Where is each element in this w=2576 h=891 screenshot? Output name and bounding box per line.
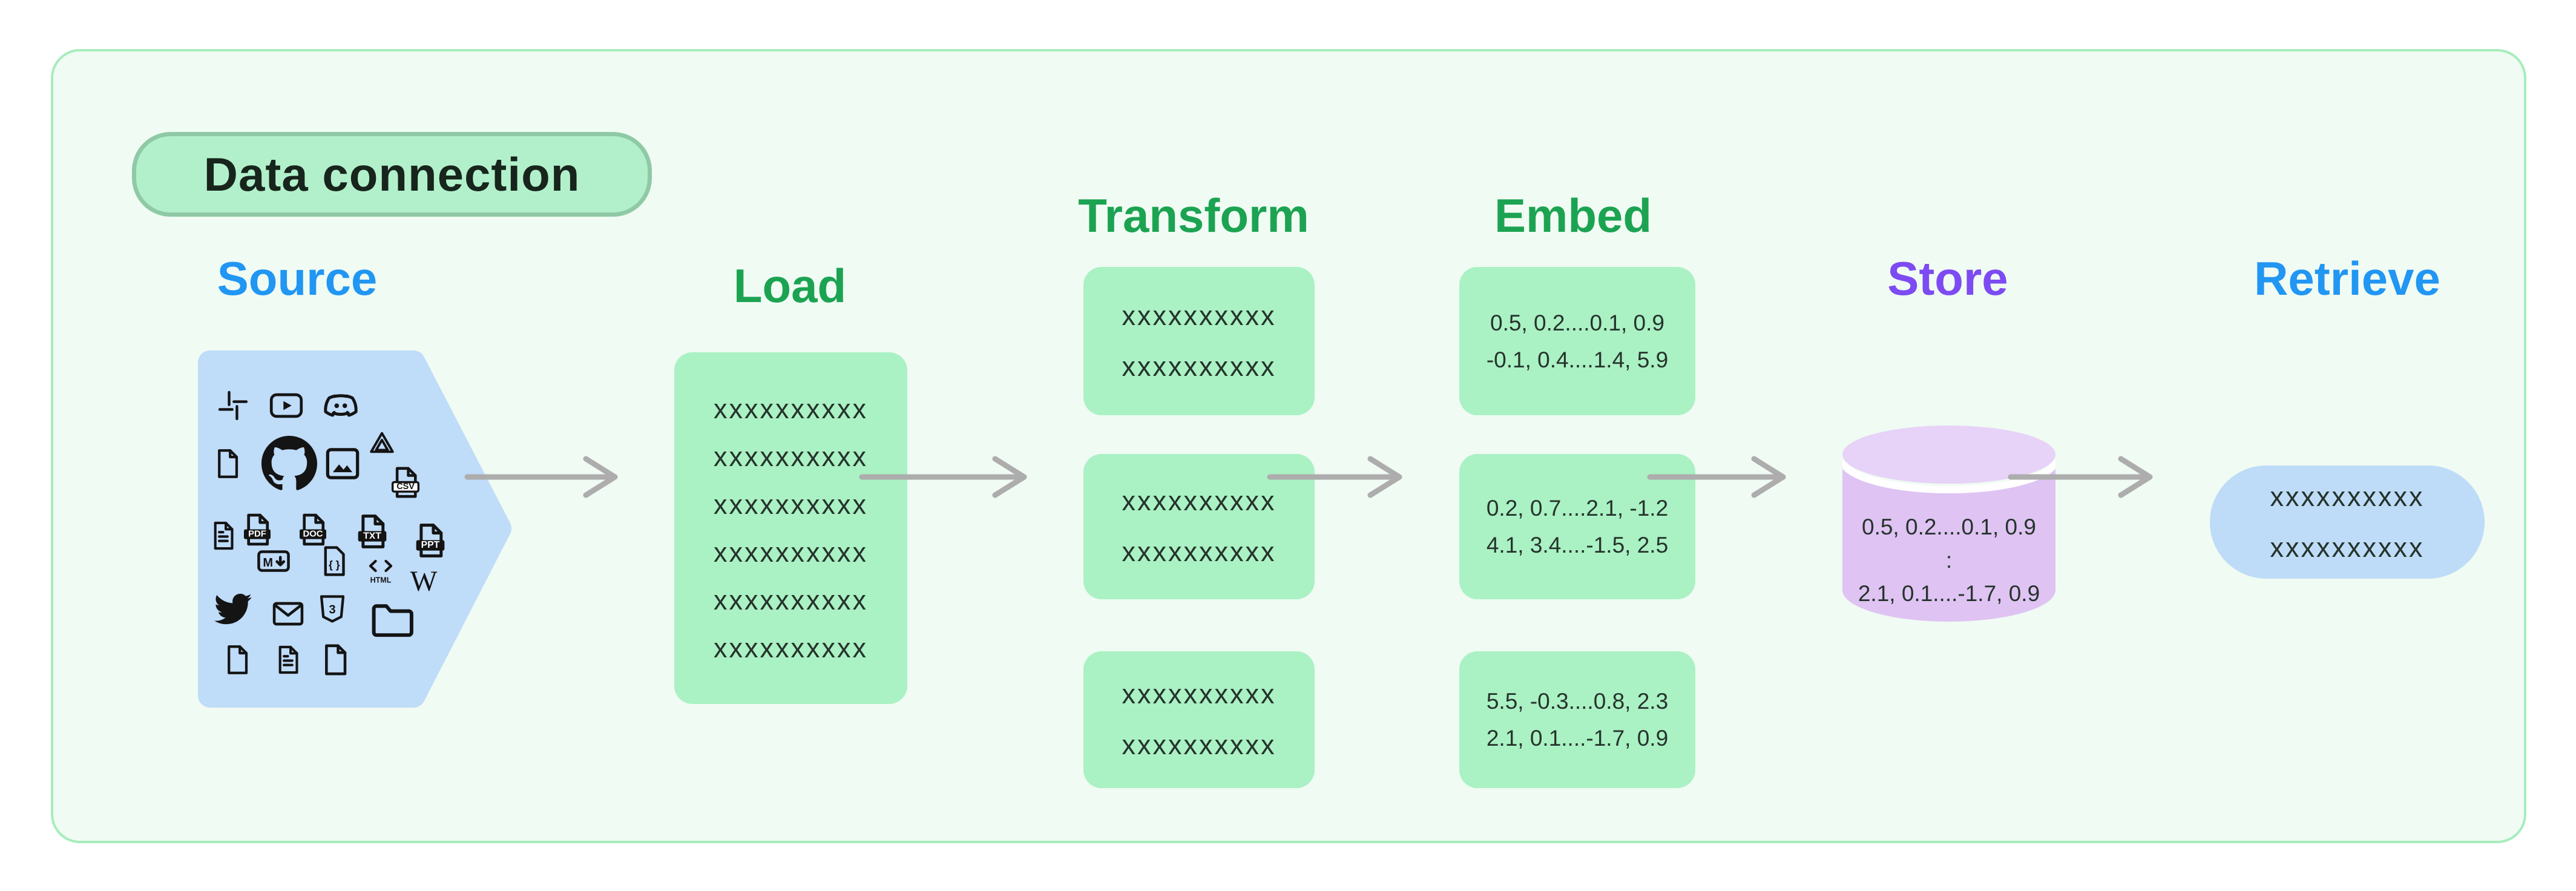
retrieve-line: xxxxxxxxxx bbox=[2270, 481, 2425, 512]
doc-file-icon: DOC bbox=[293, 510, 333, 550]
embed-vector-line: 2.1, 0.1....-1.7, 0.9 bbox=[1486, 726, 1669, 751]
discord-icon bbox=[320, 384, 362, 427]
svg-text:DOC: DOC bbox=[303, 530, 323, 539]
json-file-icon: { } bbox=[315, 542, 353, 580]
svg-text:PPT: PPT bbox=[421, 540, 440, 550]
embed-vector-line: 4.1, 3.4....-1.5, 2.5 bbox=[1486, 533, 1669, 557]
html-code-icon: HTML bbox=[363, 551, 399, 588]
document-lines-icon bbox=[271, 642, 306, 677]
embed-vector-line: 0.5, 0.2....0.1, 0.9 bbox=[1490, 310, 1664, 335]
email-icon bbox=[269, 594, 307, 633]
document-lines-icon bbox=[206, 518, 241, 553]
pdf-file-icon: PDF bbox=[237, 510, 277, 550]
embed-box-1: 0.5, 0.2....0.1, 0.9 -0.1, 0.4....1.4, 5… bbox=[1459, 267, 1695, 415]
google-drive-icon bbox=[365, 427, 399, 461]
source-panel: CSV PDF DOC TXT PPT M { } HTML W bbox=[198, 350, 511, 708]
folder-icon bbox=[366, 594, 417, 645]
embed-label: Embed bbox=[1494, 189, 1652, 242]
embed-vector-line: 5.5, -0.3....0.8, 2.3 bbox=[1486, 689, 1669, 714]
file-icon bbox=[209, 446, 246, 482]
store-database-cylinder bbox=[1839, 426, 2059, 631]
store-vector-line: 0.5, 0.2....0.1, 0.9 bbox=[1862, 515, 2036, 539]
transform-line: xxxxxxxxxx bbox=[1122, 729, 1276, 760]
transform-line: xxxxxxxxxx bbox=[1122, 300, 1276, 331]
svg-text:3: 3 bbox=[329, 603, 335, 616]
retrieve-box: xxxxxxxxxx xxxxxxxxxx bbox=[2210, 465, 2485, 579]
wikipedia-icon: W bbox=[406, 562, 442, 599]
load-line: xxxxxxxxxx bbox=[714, 393, 868, 424]
transform-label: Transform bbox=[1078, 189, 1309, 242]
txt-file-icon: TXT bbox=[351, 510, 393, 553]
embed-vector-line: 0.2, 0.7....2.1, -1.2 bbox=[1486, 496, 1669, 521]
title-badge: Data connection bbox=[132, 132, 652, 217]
embed-box-3: 5.5, -0.3....0.8, 2.3 2.1, 0.1....-1.7, … bbox=[1459, 651, 1695, 788]
load-line: xxxxxxxxxx bbox=[714, 488, 868, 520]
retrieve-line: xxxxxxxxxx bbox=[2270, 531, 2425, 563]
markdown-icon: M bbox=[254, 542, 293, 580]
embed-vector-line: -0.1, 0.4....1.4, 5.9 bbox=[1486, 347, 1669, 372]
ppt-file-icon: PPT bbox=[409, 519, 452, 562]
transform-line: xxxxxxxxxx bbox=[1122, 536, 1276, 567]
diagram-canvas: Data connection Source Load Transform Em… bbox=[51, 49, 2526, 843]
svg-text:CSV: CSV bbox=[396, 482, 415, 492]
csv-file-icon: CSV bbox=[386, 463, 425, 502]
svg-text:W: W bbox=[410, 566, 438, 597]
load-line: xxxxxxxxxx bbox=[714, 632, 868, 663]
github-icon bbox=[260, 435, 318, 493]
image-icon bbox=[320, 441, 365, 486]
file-icon bbox=[219, 642, 255, 678]
svg-text:TXT: TXT bbox=[363, 531, 381, 541]
css3-shield-icon: 3 bbox=[314, 591, 350, 627]
svg-text:HTML: HTML bbox=[370, 576, 392, 585]
retrieve-label: Retrieve bbox=[2254, 252, 2440, 305]
youtube-play-icon bbox=[266, 386, 306, 426]
svg-text:PDF: PDF bbox=[248, 530, 266, 539]
transform-box-3: xxxxxxxxxx xxxxxxxxxx bbox=[1083, 651, 1315, 788]
load-line: xxxxxxxxxx bbox=[714, 441, 868, 472]
transform-line: xxxxxxxxxx bbox=[1122, 350, 1276, 382]
slack-icon bbox=[214, 387, 252, 424]
twitter-icon bbox=[214, 590, 252, 628]
embed-box-2: 0.2, 0.7....2.1, -1.2 4.1, 3.4....-1.5, … bbox=[1459, 454, 1695, 599]
load-box: xxxxxxxxxx xxxxxxxxxx xxxxxxxxxx xxxxxxx… bbox=[674, 352, 907, 704]
database-icon bbox=[1839, 426, 2059, 622]
store-vector-line: 2.1, 0.1....-1.7, 0.9 bbox=[1858, 581, 2040, 606]
load-label: Load bbox=[733, 259, 847, 312]
load-line: xxxxxxxxxx bbox=[714, 584, 868, 616]
transform-box-1: xxxxxxxxxx xxxxxxxxxx bbox=[1083, 267, 1315, 415]
transform-line: xxxxxxxxxx bbox=[1122, 679, 1276, 709]
store-label: Store bbox=[1887, 252, 2008, 305]
svg-text:{ }: { } bbox=[329, 559, 340, 571]
store-vector-text: 0.5, 0.2....0.1, 0.9 : 2.1, 0.1....-1.7,… bbox=[1842, 510, 2055, 610]
transform-line: xxxxxxxxxx bbox=[1122, 485, 1276, 516]
file-icon bbox=[316, 640, 355, 679]
transform-box-2: xxxxxxxxxx xxxxxxxxxx bbox=[1083, 454, 1315, 599]
svg-text:M: M bbox=[263, 556, 273, 570]
store-vector-ellipsis: : bbox=[1945, 548, 1953, 573]
title-badge-label: Data connection bbox=[203, 147, 580, 201]
source-label: Source bbox=[217, 252, 378, 305]
load-line: xxxxxxxxxx bbox=[714, 536, 868, 568]
